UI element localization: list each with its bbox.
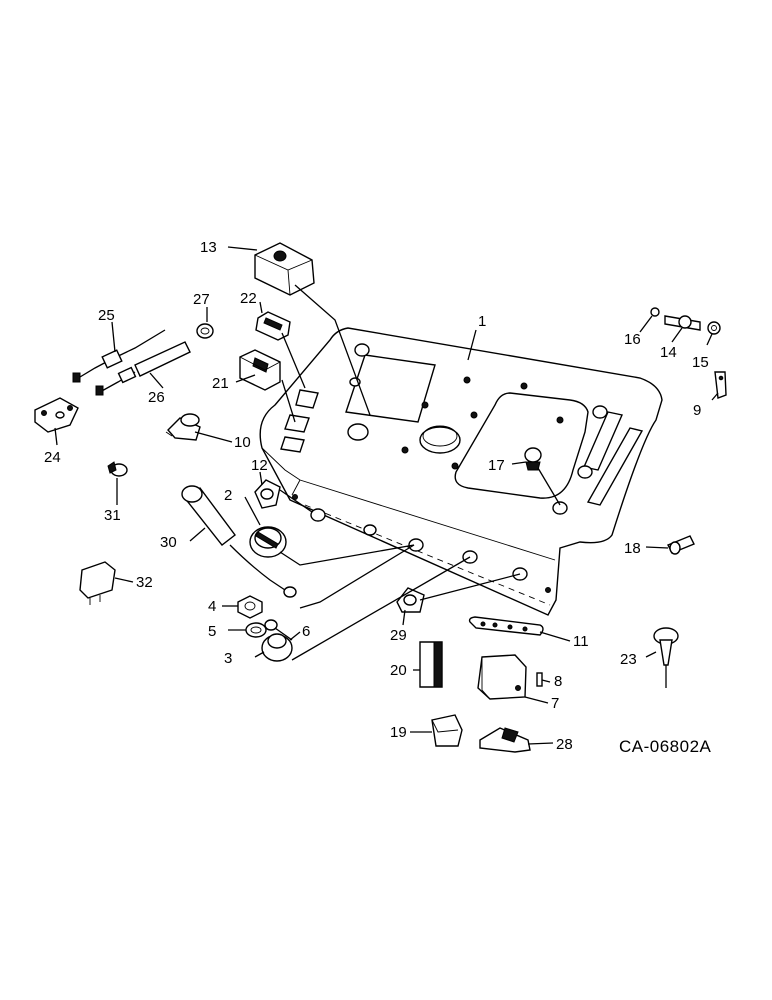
callout-20: 20 — [390, 662, 407, 679]
callout-26: 26 — [148, 389, 165, 406]
part-15-nut — [707, 321, 721, 335]
callout-31: 31 — [104, 507, 121, 524]
callout-5: 5 — [208, 623, 216, 640]
part-14-stud — [664, 315, 701, 331]
callout-12: 12 — [251, 457, 268, 474]
callout-14: 14 — [660, 344, 677, 361]
part-20-block — [419, 641, 443, 688]
callout-16: 16 — [624, 331, 641, 348]
part-19-cap — [431, 714, 463, 747]
part-6-key — [264, 619, 293, 641]
callout-28: 28 — [556, 736, 573, 753]
part-29-socket — [396, 587, 425, 613]
callout-21: 21 — [212, 375, 229, 392]
part-23-sensor — [653, 627, 679, 688]
callout-18: 18 — [624, 540, 641, 557]
drawing-reference: CA-06802A — [619, 737, 712, 756]
part-28-bracket — [479, 727, 531, 753]
callout-15: 15 — [692, 354, 709, 371]
part-21-switch — [239, 349, 281, 391]
part-3-base — [261, 633, 293, 662]
callout-4: 4 — [208, 598, 216, 615]
part-18-sender — [667, 535, 695, 555]
part-32-switch — [79, 561, 116, 605]
callout-29: 29 — [390, 627, 407, 644]
callout-27: 27 — [193, 291, 210, 308]
callout-3: 3 — [224, 650, 232, 667]
part-10-fitting — [165, 413, 201, 441]
part-9-clip — [714, 371, 727, 399]
part-4-nut — [237, 595, 263, 619]
callout-19: 19 — [390, 724, 407, 741]
part-7-plate — [477, 654, 527, 700]
part-2-switch — [249, 526, 287, 558]
callout-7: 7 — [551, 695, 559, 712]
callout-labels: 1 2 3 4 5 6 7 8 9 10 11 12 13 14 15 16 1… — [44, 239, 709, 753]
part-27-grommet — [196, 323, 214, 339]
part-17-bulb — [524, 447, 542, 471]
part-22-rocker-switch — [255, 311, 291, 341]
part-25-harness — [72, 329, 166, 383]
callout-9: 9 — [693, 402, 701, 419]
part-24-plate — [34, 397, 79, 433]
callout-24: 24 — [44, 449, 61, 466]
part-16-washer — [650, 307, 660, 317]
part-26-cable — [95, 341, 191, 396]
leader-lines — [54, 246, 719, 745]
callout-30: 30 — [160, 534, 177, 551]
callout-25: 25 — [98, 307, 115, 324]
part-11-bar — [468, 616, 544, 636]
instrument-panel — [259, 327, 663, 616]
callout-1: 1 — [478, 313, 486, 330]
callout-22: 22 — [240, 290, 257, 307]
part-13-switch-block — [254, 242, 315, 296]
callout-2: 2 — [224, 487, 232, 504]
part-8-pin — [536, 672, 543, 687]
callout-32: 32 — [136, 574, 153, 591]
callout-13: 13 — [200, 239, 217, 256]
callout-17: 17 — [488, 457, 505, 474]
callout-10: 10 — [234, 434, 251, 451]
part-31-sender — [107, 461, 128, 477]
part-30-gauge — [181, 485, 297, 598]
callout-11: 11 — [573, 633, 589, 650]
callout-8: 8 — [554, 673, 562, 690]
part-12-light — [254, 479, 281, 509]
callout-6: 6 — [302, 623, 310, 640]
part-5-washer — [245, 622, 267, 638]
callout-23: 23 — [620, 651, 637, 668]
